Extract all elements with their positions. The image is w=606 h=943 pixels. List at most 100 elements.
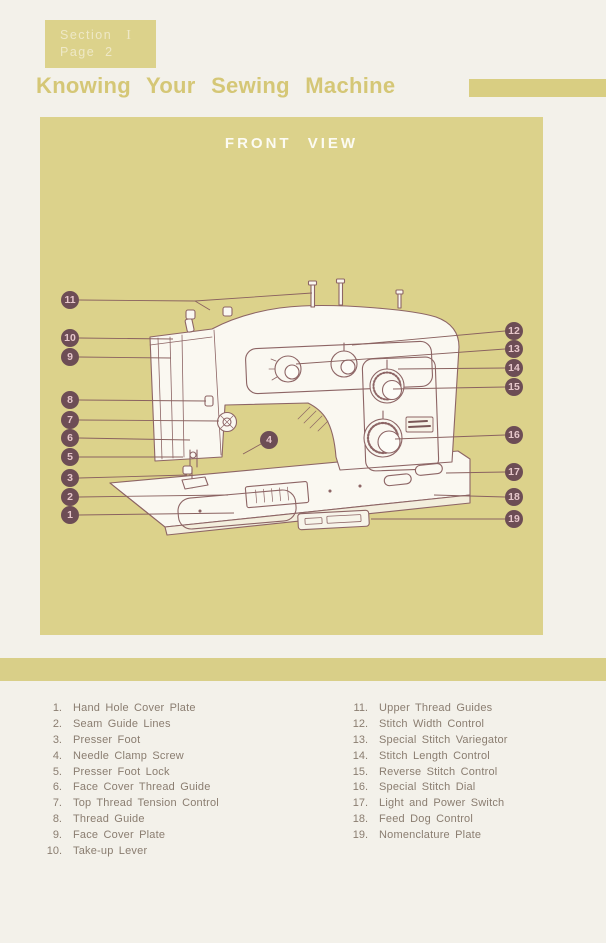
- seam-guide-lines: [255, 486, 289, 504]
- stitch-width-dial: [330, 342, 358, 378]
- part-name: Face Cover Plate: [73, 829, 166, 842]
- callout-7: 7: [61, 411, 79, 429]
- title-accent-bar: [469, 79, 606, 97]
- part-item: 4. Needle Clamp Screw: [36, 748, 219, 764]
- part-number: 13.: [352, 733, 368, 746]
- part-name: Special Stitch Dial: [379, 781, 476, 794]
- part-item: 12. Stitch Width Control: [342, 716, 508, 732]
- part-item: 17. Light and Power Switch: [342, 795, 508, 811]
- part-name: Nomenclature Plate: [379, 829, 482, 842]
- part-item: 5. Presser Foot Lock: [36, 764, 219, 780]
- callout-11: 11: [61, 291, 79, 309]
- part-name: Presser Foot Lock: [73, 765, 170, 778]
- diagram-heading: FRONT VIEW: [224, 135, 359, 152]
- callout-4: 4: [260, 431, 278, 449]
- callout-5: 5: [61, 448, 79, 466]
- part-name: Face Cover Thread Guide: [73, 781, 211, 794]
- part-number: 4.: [52, 749, 62, 762]
- part-name: Needle Clamp Screw: [73, 749, 184, 762]
- part-item: 9. Face Cover Plate: [36, 827, 219, 843]
- page-line: Page 2: [60, 44, 156, 60]
- part-number: 8.: [52, 813, 62, 826]
- part-number: 9.: [52, 829, 62, 842]
- callout-19: 19: [505, 510, 523, 528]
- part-item: 15. Reverse Stitch Control: [342, 764, 508, 780]
- page-title: Knowing Your Sewing Machine: [36, 73, 396, 98]
- part-name: Top Thread Tension Control: [73, 797, 219, 810]
- thread-guide: [204, 395, 214, 407]
- part-number: 15.: [352, 765, 368, 778]
- special-stitch-dial: [363, 410, 403, 458]
- part-number: 19.: [352, 829, 368, 842]
- parts-list-left: 1. Hand Hole Cover Plate 2. Seam Guide Line…: [36, 700, 219, 859]
- callout-15: 15: [505, 378, 523, 396]
- callout-9: 9: [61, 348, 79, 366]
- parts-list-right: 11. Upper Thread Guides 12. Stitch Width Co…: [342, 700, 508, 843]
- part-number: 7.: [52, 797, 62, 810]
- part-number: 11.: [353, 701, 368, 714]
- part-number: 16.: [352, 781, 368, 794]
- part-item: 14. Stitch Length Control: [342, 748, 508, 764]
- section-page-box: Section I Page 2: [45, 20, 156, 68]
- part-item: 6.Face Cover Thread Guide: [36, 779, 219, 795]
- callout-18: 18: [505, 488, 523, 506]
- part-item: 16. Special Stitch Dial: [342, 779, 508, 795]
- callout-1: 1: [61, 506, 79, 524]
- page-label: Page: [60, 45, 96, 59]
- part-item: 8. Thread Guide: [36, 811, 219, 827]
- brand-badge: [405, 416, 434, 433]
- sewing-machine-illustration: [78, 278, 506, 536]
- part-number: 2.: [52, 717, 62, 730]
- part-name: Reverse Stitch Control: [379, 765, 498, 778]
- callout-12: 12: [505, 322, 523, 340]
- callout-16: 16: [505, 426, 523, 444]
- nomenclature-plate: [297, 509, 370, 531]
- needle-clamp-screw: [189, 451, 197, 459]
- leader-lines: [78, 292, 506, 520]
- part-name: Stitch Width Control: [379, 717, 485, 730]
- part-number: 10.: [46, 844, 62, 857]
- spool-pins: [307, 278, 404, 309]
- divider-bar: [0, 658, 606, 681]
- part-name: Seam Guide Lines: [73, 717, 171, 730]
- part-name: Special Stitch Variegator: [379, 733, 508, 746]
- machine-body: [149, 305, 460, 471]
- callout-2: 2: [61, 488, 79, 506]
- part-number: 18.: [352, 813, 368, 826]
- part-name: Stitch Length Control: [379, 749, 490, 762]
- part-name: Take-up Lever: [73, 844, 148, 857]
- part-name: Presser Foot: [73, 733, 141, 746]
- part-item: 13. Special Stitch Variegator: [342, 732, 508, 748]
- callout-3: 3: [61, 469, 79, 487]
- part-number: 5.: [52, 765, 62, 778]
- tension-dial: [216, 411, 238, 433]
- page-number: 2: [105, 45, 114, 59]
- front-view-panel: FRONT VIEW: [40, 117, 543, 635]
- part-name: Thread Guide: [73, 813, 145, 826]
- section-number: I: [126, 28, 133, 43]
- part-number: 17.: [352, 797, 368, 810]
- callout-17: 17: [505, 463, 523, 481]
- part-item: 19. Nomenclature Plate: [342, 827, 508, 843]
- part-name: Upper Thread Guides: [379, 701, 493, 714]
- part-number: 12.: [352, 717, 368, 730]
- part-item: 2. Seam Guide Lines: [36, 716, 219, 732]
- part-number: 1.: [52, 701, 62, 714]
- section-line: Section I: [60, 27, 156, 44]
- section-label: Section: [60, 28, 113, 42]
- presser-foot-lock: [182, 465, 193, 475]
- callout-6: 6: [61, 429, 79, 447]
- part-number: 3.: [52, 733, 62, 746]
- needle-plate: [244, 481, 310, 509]
- part-item: 18. Feed Dog Control: [342, 811, 508, 827]
- part-name: Light and Power Switch: [379, 797, 505, 810]
- part-name: Feed Dog Control: [379, 813, 474, 826]
- needle-assembly: [181, 449, 209, 490]
- part-number: 14.: [352, 749, 368, 762]
- stitch-length-dial: [369, 359, 405, 404]
- part-item: 11. Upper Thread Guides: [342, 700, 508, 716]
- part-item: 1. Hand Hole Cover Plate: [36, 700, 219, 716]
- part-item: 10. Take-up Lever: [36, 843, 219, 859]
- part-name: Hand Hole Cover Plate: [73, 701, 196, 714]
